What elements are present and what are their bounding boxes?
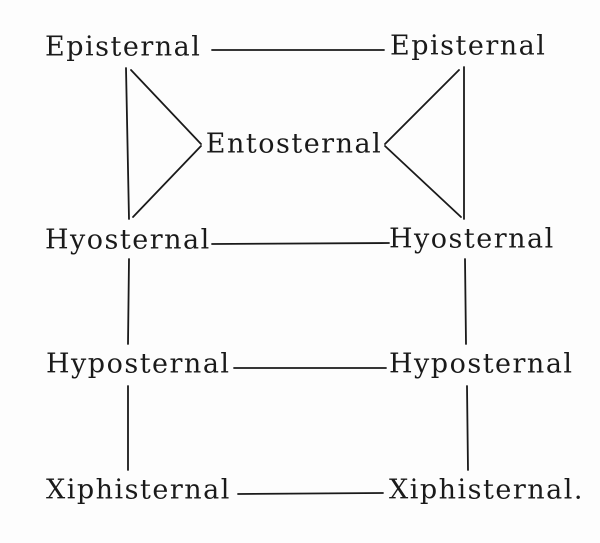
edge-entosternal-to-hyosternal-right — [384, 145, 462, 218]
edge-hyosternal-right-to-hyposternal-right — [464, 258, 467, 345]
edge-entosternal-to-hyosternal-left — [132, 145, 202, 218]
node-hyposternal-right: Hyposternal — [389, 348, 574, 380]
node-entosternal: Entosternal — [205, 128, 383, 160]
edge-hyosternal-left-to-hyposternal-left — [127, 258, 130, 345]
node-episternal-left: Episternal — [45, 31, 202, 63]
node-hyosternal-left: Hyosternal — [45, 224, 211, 256]
node-xiphisternal-left: Xiphisternal — [46, 474, 231, 506]
node-hyposternal-left: Hyposternal — [46, 348, 231, 380]
edge-episternal-right-to-entosternal — [384, 69, 460, 145]
edge-hyposternal-right-to-xiphisternal-right — [466, 385, 469, 471]
edge-episternal-left-to-hyosternal-left — [125, 67, 130, 220]
node-xiphisternal-right: Xiphisternal. — [389, 474, 584, 506]
edge-episternal-left-to-entosternal — [130, 69, 202, 145]
edge-xiphisternal-left-to-xiphisternal-right — [237, 492, 384, 495]
edge-hyosternal-left-to-hyosternal-right — [211, 242, 390, 245]
node-hyosternal-right: Hyosternal — [389, 223, 555, 255]
node-episternal-right: Episternal — [390, 30, 547, 62]
